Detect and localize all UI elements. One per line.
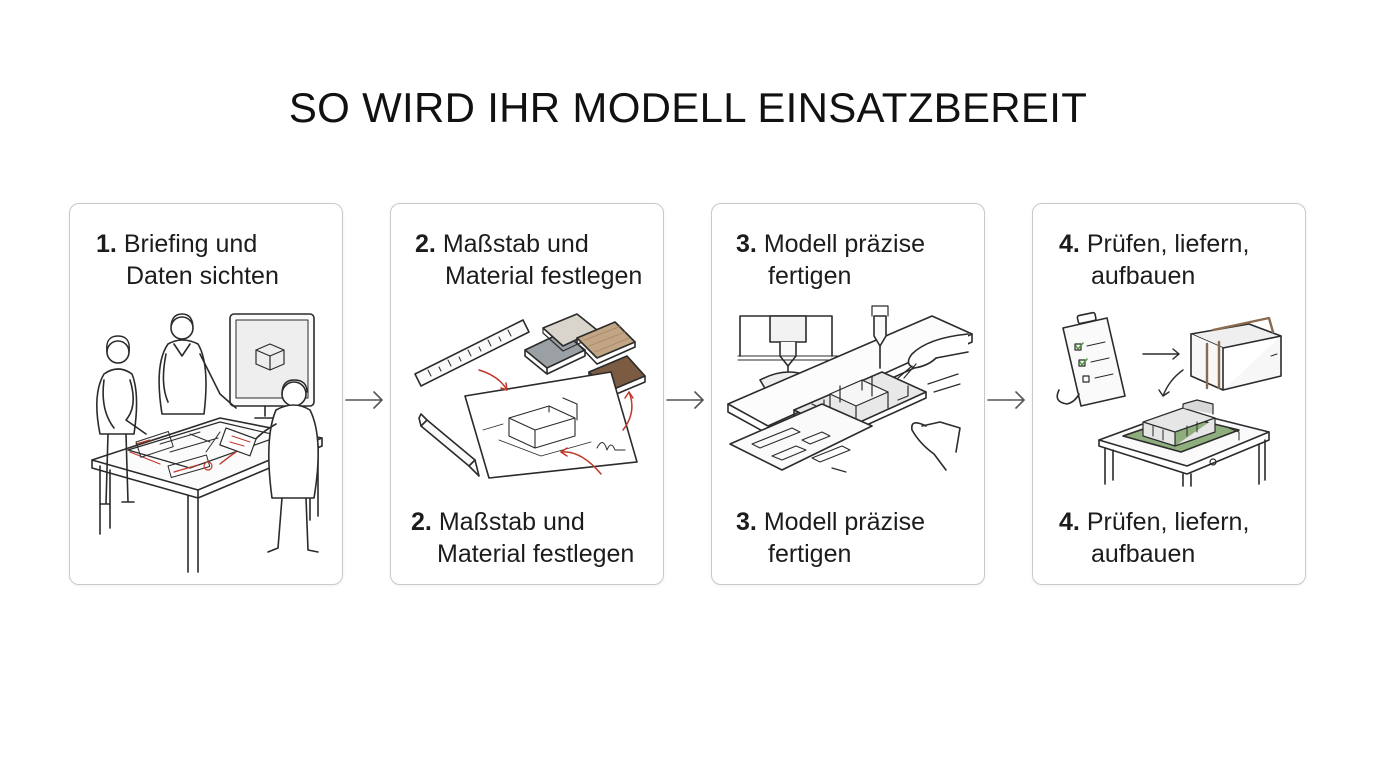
step-4-caption-line2: aufbauen — [1091, 540, 1196, 568]
step-card-1: 1. Briefing und Daten sichten — [69, 203, 343, 585]
step-3-line2: fertigen — [768, 262, 852, 290]
material-selection-illustration — [414, 313, 646, 479]
step-4-line2: aufbauen — [1091, 262, 1196, 290]
step-4-caption-line1: Prüfen, liefern, — [1086, 508, 1250, 536]
step-3-caption-number: 3. — [736, 508, 757, 536]
step-card-2: 2. Maßstab und Material festlegen 2. — [390, 203, 664, 585]
arrow-right-icon — [345, 391, 384, 409]
arrow-right-icon — [666, 391, 705, 409]
step-2-number: 2. — [415, 230, 436, 258]
step-2-heading: 2. Maßstab und Material festlegen — [415, 228, 642, 292]
step-1-line2: Daten sichten — [126, 262, 279, 290]
step-3-line1: Modell präzise — [763, 230, 925, 258]
step-3-caption-line1: Modell präzise — [763, 508, 925, 536]
step-2-caption: 2. Maßstab und Material festlegen — [411, 506, 634, 570]
page-title: SO WIRD IHR MODELL EINSATZBEREIT — [288, 84, 1088, 131]
step-1-line1: Briefing und — [123, 230, 258, 258]
fabrication-illustration — [727, 305, 973, 473]
step-4-heading: 4. Prüfen, liefern, aufbauen — [1059, 228, 1249, 292]
arrow-right-icon — [987, 391, 1026, 409]
step-3-caption: 3. Modell präzise fertigen — [736, 506, 925, 570]
step-3-heading: 3. Modell präzise fertigen — [736, 228, 925, 292]
delivery-illustration — [1056, 311, 1282, 487]
step-3-number: 3. — [736, 230, 757, 258]
step-4-caption-number: 4. — [1059, 508, 1080, 536]
step-1-number: 1. — [96, 230, 117, 258]
step-4-caption: 4. Prüfen, liefern, aufbauen — [1059, 506, 1249, 570]
step-card-4: 4. Prüfen, liefern, aufbauen 4. — [1032, 203, 1306, 585]
step-2-line2: Material festlegen — [445, 262, 643, 290]
step-2-caption-line1: Maßstab und — [438, 508, 585, 536]
step-2-caption-line2: Material festlegen — [437, 540, 635, 568]
step-4-line1: Prüfen, liefern, — [1086, 230, 1250, 258]
step-4-number: 4. — [1059, 230, 1080, 258]
step-2-line1: Maßstab und — [442, 230, 589, 258]
step-3-caption-line2: fertigen — [768, 540, 852, 568]
step-card-3: 3. Modell präzise fertigen — [711, 203, 985, 585]
team-table-illustration — [91, 313, 323, 573]
step-2-caption-number: 2. — [411, 508, 432, 536]
step-1-heading: 1. Briefing und Daten sichten — [96, 228, 279, 292]
